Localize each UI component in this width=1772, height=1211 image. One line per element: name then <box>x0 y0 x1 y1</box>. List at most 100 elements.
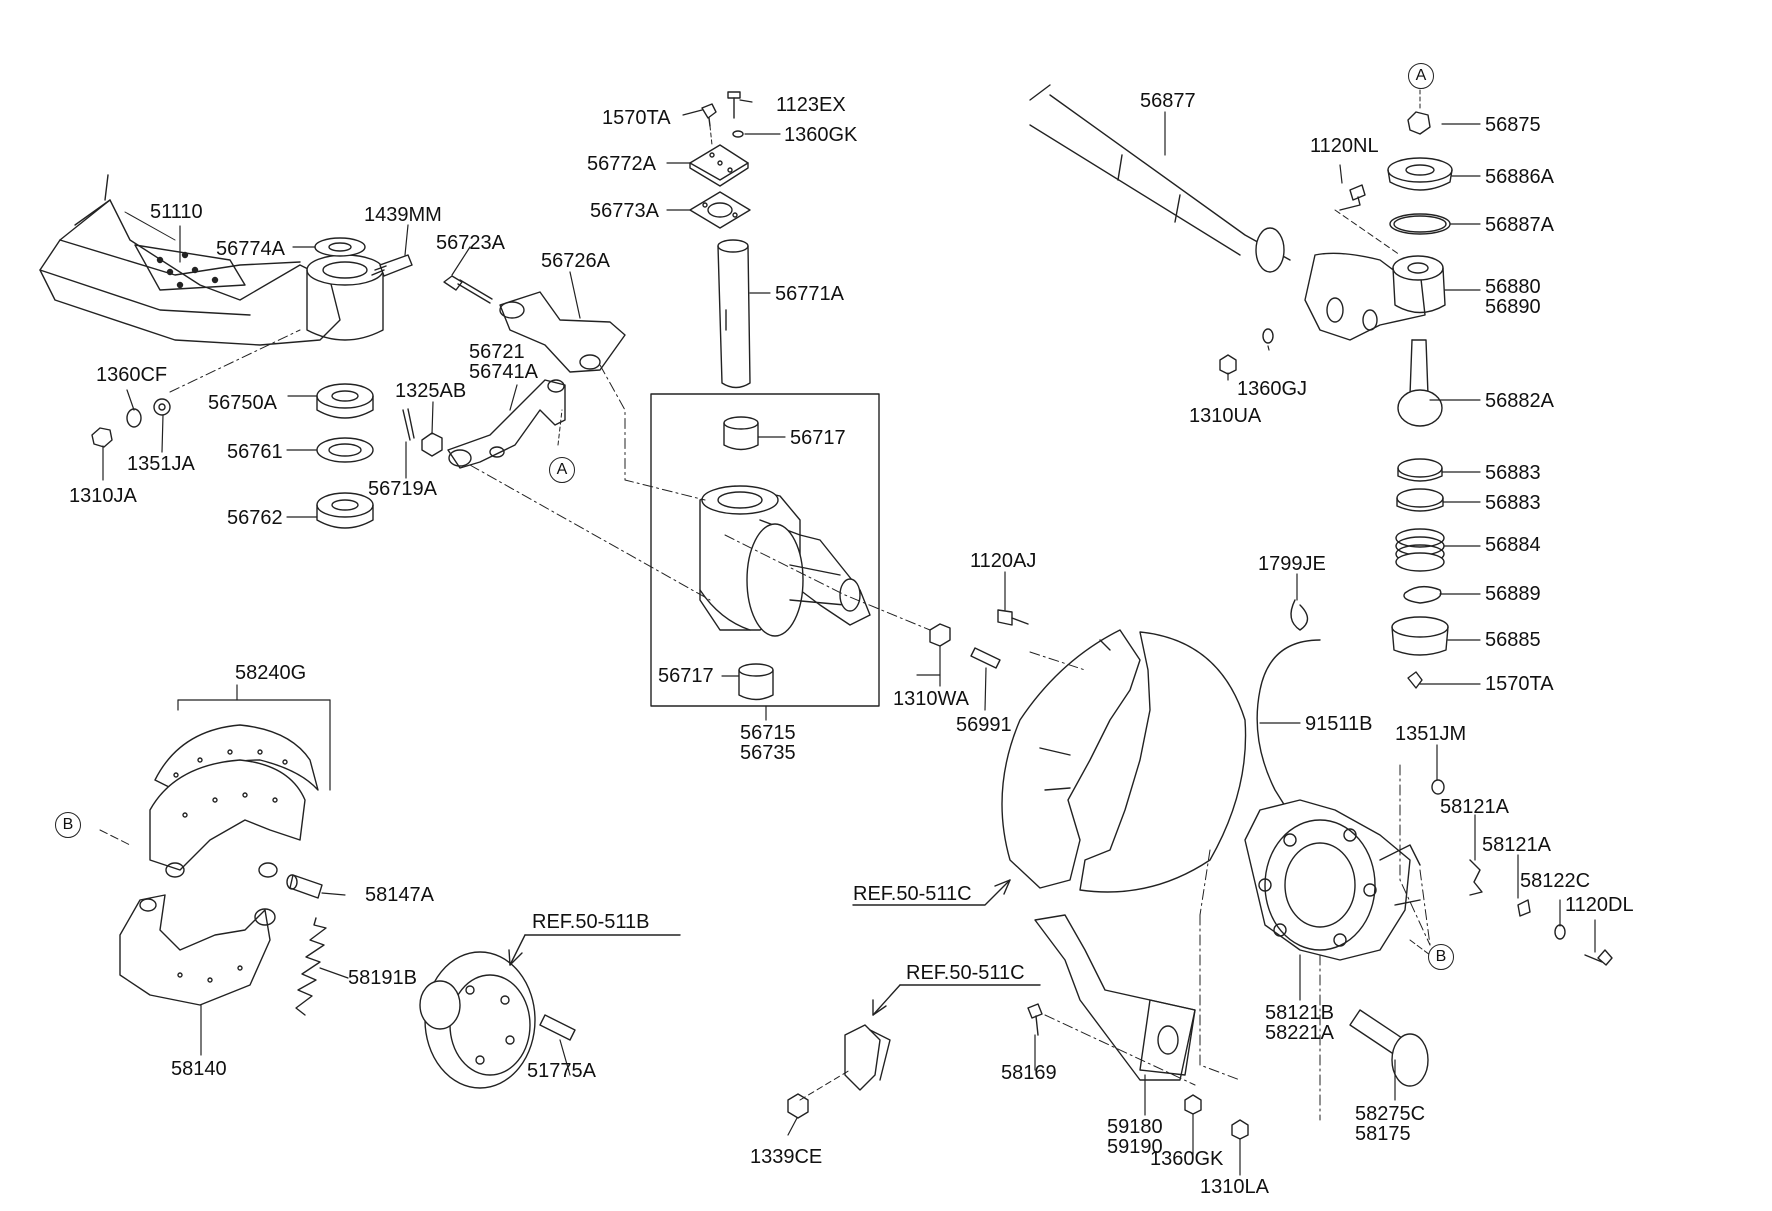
spring-58191B <box>296 918 326 1015</box>
sensor-1799JE <box>1291 600 1308 630</box>
label-56877: 56877 <box>1140 90 1196 112</box>
label-56715: 56715 <box>740 722 796 744</box>
label-56890: 56890 <box>1485 296 1541 318</box>
label-1570TA-top: 1570TA <box>602 107 671 129</box>
seat-56883-b <box>1397 489 1443 511</box>
label-58122C: 58122C <box>1520 870 1591 892</box>
kingpin-group-box <box>651 394 879 706</box>
nut-1360GK-bottom <box>1185 1095 1201 1114</box>
label-58240G: 58240G <box>235 662 307 684</box>
label-56880: 56880 <box>1485 276 1541 298</box>
nut-1310UA <box>1220 355 1236 374</box>
label-1360GK-top: 1360GK <box>784 124 858 146</box>
bolt-1439MM <box>372 255 412 276</box>
nut-56875 <box>1408 112 1430 134</box>
label-91511B: 91511B <box>1305 713 1373 735</box>
label-56717-bottom: 56717 <box>658 665 714 687</box>
bushing-56717-bottom <box>739 664 773 700</box>
label-1570TA-right: 1570TA <box>1485 673 1554 695</box>
bolt-56723A <box>444 276 492 303</box>
label-56772A: 56772A <box>587 153 656 175</box>
seat-56883-a <box>1398 459 1442 481</box>
label-58121A-a: 58121A <box>1440 796 1509 818</box>
label-1360GJ: 1360GJ <box>1237 378 1308 400</box>
label-58191B: 58191B <box>348 967 417 989</box>
label-1123EX: 1123EX <box>776 94 846 116</box>
label-58140: 58140 <box>171 1058 227 1080</box>
label-1310JA: 1310JA <box>69 485 137 507</box>
tie-rod-56877 <box>1030 85 1290 272</box>
label-56883-b: 56883 <box>1485 492 1541 514</box>
label-1310UA: 1310UA <box>1189 405 1262 427</box>
label-56887A: 56887A <box>1485 214 1554 236</box>
label-58169: 58169 <box>1001 1062 1057 1084</box>
ref-arrows <box>509 880 1040 1015</box>
clip-58122C <box>1518 900 1530 916</box>
grease-fitting-1570TA <box>702 104 716 126</box>
label-56741A: 56741A <box>469 361 538 383</box>
nut-1310LA <box>1232 1120 1248 1139</box>
label-58147A: 58147A <box>365 884 434 906</box>
label-56884: 56884 <box>1485 534 1541 556</box>
label-ref-hub: REF.50-511B <box>532 911 650 933</box>
label-56761: 56761 <box>227 441 283 463</box>
brake-shoe-upper-58240G <box>150 725 318 877</box>
label-56885: 56885 <box>1485 629 1541 651</box>
bolt-1120DL <box>1585 950 1612 965</box>
backing-plate <box>1002 630 1246 892</box>
label-56886A: 56886A <box>1485 166 1554 188</box>
label-1351JA: 1351JA <box>127 453 195 475</box>
hub-ref-50-511B <box>420 952 535 1088</box>
label-58221A: 58221A <box>1265 1022 1334 1044</box>
bushing-56762 <box>317 493 373 528</box>
spring-56884 <box>1396 529 1444 571</box>
label-1120NL: 1120NL <box>1310 135 1379 157</box>
ball-stud-56882A <box>1398 340 1442 426</box>
nut-1339CE <box>788 1094 808 1118</box>
label-ref-backing-plate: REF.50-511C <box>853 883 972 905</box>
knuckle-arm-56721 <box>448 380 565 468</box>
label-56773A: 56773A <box>590 200 659 222</box>
label-56721: 56721 <box>469 341 525 363</box>
callout-b-left: B <box>55 812 81 838</box>
sensor-cable-91511B <box>1257 640 1320 830</box>
label-51775A: 51775A <box>527 1060 596 1082</box>
label-56726A: 56726A <box>541 250 610 272</box>
ring-56774A <box>315 238 365 256</box>
bolt-58169 <box>1028 1004 1042 1035</box>
label-56750A: 56750A <box>208 392 277 414</box>
bolt-1120AJ <box>998 610 1028 625</box>
label-56883-a: 56883 <box>1485 462 1541 484</box>
boot-56886A <box>1388 158 1452 190</box>
washer-56761 <box>317 438 373 462</box>
nut-1325AB <box>422 433 442 456</box>
callout-a-top: A <box>1408 63 1434 89</box>
bolt-1120NL <box>1340 185 1365 210</box>
axle-beam-51110 <box>40 175 383 345</box>
label-1351JM: 1351JM <box>1395 723 1467 745</box>
label-56762: 56762 <box>227 507 283 529</box>
brake-shoe-lower-58140 <box>120 895 275 1005</box>
label-58175: 58175 <box>1355 1123 1411 1145</box>
label-56771A: 56771A <box>775 283 844 305</box>
label-1120DL: 1120DL <box>1565 894 1634 916</box>
gasket-56773A <box>690 192 750 228</box>
callout-b-right-leader <box>1410 940 1430 955</box>
bushing-56750A <box>317 384 373 418</box>
steering-arm-56726A <box>500 292 625 372</box>
tie-rod-end-56880 <box>1305 253 1445 340</box>
label-1310LA: 1310LA <box>1200 1176 1269 1198</box>
bolt-58275C <box>1350 1010 1428 1086</box>
label-56991: 56991 <box>956 714 1012 736</box>
label-56719A: 56719A <box>368 478 437 500</box>
label-56774A: 56774A <box>216 238 285 260</box>
washer-1351JA <box>154 399 170 415</box>
bracket-ref-50-511C <box>845 1025 890 1090</box>
bracket-59180 <box>1035 915 1195 1080</box>
stud-56991 <box>971 648 1000 668</box>
grease-fitting-1570TA-right <box>1408 672 1422 688</box>
bolt-1123EX <box>728 92 740 118</box>
bushing-56717-top <box>724 417 758 450</box>
label-1339CE: 1339CE <box>750 1146 823 1168</box>
